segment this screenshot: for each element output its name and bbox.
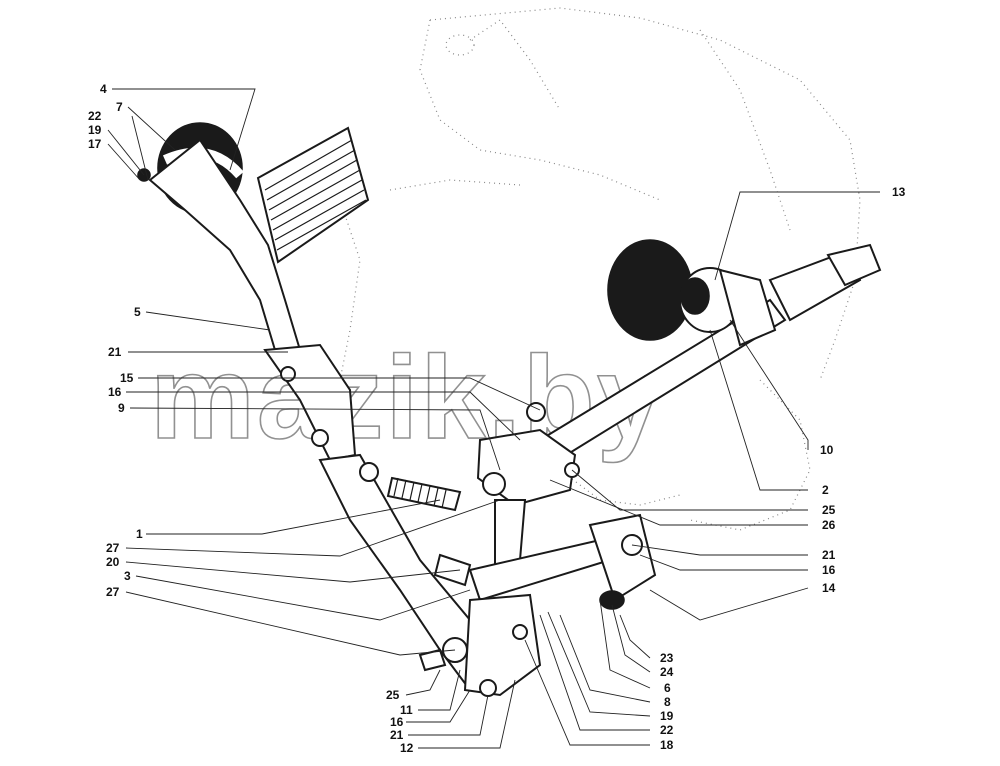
callout-19: 19 [88,123,102,137]
callout-21-lower: 21 [390,728,404,742]
callout-13: 13 [892,185,906,199]
callout-12: 12 [400,741,414,755]
lower-linkage [418,513,657,697]
callout-8: 8 [664,695,671,709]
callout-22-lower: 22 [660,723,674,737]
callout-17: 17 [88,137,102,151]
callout-21: 21 [108,345,122,359]
callout-20: 20 [106,555,120,569]
callout-19-lower: 19 [660,709,674,723]
leader-lines [107,88,880,749]
callout-7: 7 [116,100,123,114]
callout-5: 5 [134,305,141,319]
callout-27-lower: 27 [106,585,120,599]
callout-22: 22 [88,109,102,123]
callout-labels: 4 7 22 19 17 5 21 15 16 9 1 27 20 3 27 2… [88,82,906,755]
callout-3: 3 [124,569,131,583]
callout-21-right: 21 [822,548,836,562]
callout-16: 16 [108,385,122,399]
release-bearing-housing [607,239,777,347]
callout-1: 1 [136,527,143,541]
callout-9: 9 [118,401,125,415]
callout-26: 26 [822,518,836,532]
callout-14: 14 [822,581,836,595]
callout-25: 25 [386,688,400,702]
return-spring [386,476,462,512]
callout-4: 4 [100,82,107,96]
callout-16-lower: 16 [390,715,404,729]
callout-15: 15 [120,371,134,385]
callout-2: 2 [822,483,829,497]
callout-11: 11 [400,703,413,717]
callout-18: 18 [660,738,674,752]
cross-shaft [538,243,882,464]
callout-24: 24 [660,665,674,679]
callout-10: 10 [820,443,834,457]
callout-16-right: 16 [822,563,836,577]
callout-6: 6 [664,681,671,695]
pedal-pad [256,126,370,264]
upper-bracket [476,402,580,577]
callout-23: 23 [660,651,674,665]
callout-25-right: 25 [822,503,836,517]
background-housing-outline [339,7,861,531]
callout-27: 27 [106,541,120,555]
